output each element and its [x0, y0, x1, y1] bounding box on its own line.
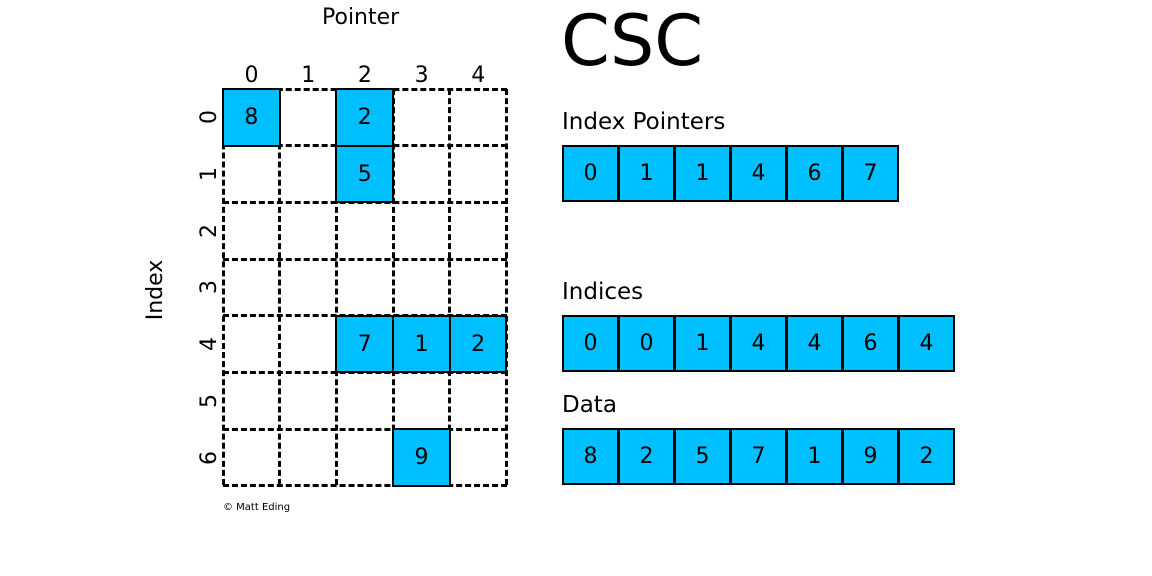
indices-label: Indices — [562, 279, 644, 305]
data-label: Data — [562, 392, 617, 418]
column-label: 3 — [414, 63, 429, 88]
grid-line — [223, 484, 507, 488]
copyright-note: © Matt Eding — [223, 502, 291, 513]
grid-line — [278, 89, 282, 485]
array-cell: 2 — [618, 428, 675, 485]
matrix-cell: 7 — [335, 314, 395, 374]
grid-line — [223, 257, 507, 261]
matrix-cell: 9 — [392, 428, 451, 487]
array-cell: 7 — [842, 145, 899, 202]
array-cell: 1 — [674, 315, 731, 372]
array-cell: 0 — [562, 145, 619, 202]
grid-line — [505, 89, 508, 485]
matrix-cell: 2 — [335, 88, 395, 147]
column-label: 1 — [301, 63, 316, 88]
grid-line — [391, 89, 395, 485]
index-pointers-label: Index Pointers — [562, 109, 726, 135]
array-cell: 2 — [898, 428, 955, 485]
matrix-cell: 5 — [335, 144, 395, 204]
array-cell: 4 — [898, 315, 955, 372]
array-cell: 4 — [730, 315, 787, 372]
array-cell: 4 — [786, 315, 843, 372]
array-cell: 7 — [730, 428, 787, 485]
grid-line — [223, 427, 507, 431]
grid-line — [448, 89, 452, 485]
array-cell: 6 — [786, 145, 843, 202]
grid-line — [221, 89, 225, 485]
matrix-cell: 2 — [448, 314, 508, 374]
column-label: 4 — [471, 63, 486, 88]
matrix-cell: 1 — [392, 314, 451, 374]
array-cell: 4 — [730, 145, 787, 202]
array-cell: 8 — [562, 428, 619, 485]
column-label: 2 — [357, 63, 372, 88]
matrix-cell: 8 — [222, 88, 281, 147]
array-cell: 6 — [842, 315, 899, 372]
array-cell: 0 — [618, 315, 675, 372]
array-cell: 9 — [842, 428, 899, 485]
array-cell: 1 — [674, 145, 731, 202]
column-axis-label: Pointer — [322, 5, 400, 30]
array-cell: 1 — [618, 145, 675, 202]
column-label: 0 — [244, 63, 259, 88]
page-title: CSC — [561, 0, 704, 82]
array-cell: 0 — [562, 315, 619, 372]
array-cell: 5 — [674, 428, 731, 485]
array-cell: 1 — [786, 428, 843, 485]
row-axis-label: Index — [143, 259, 168, 321]
grid-line — [334, 89, 338, 485]
